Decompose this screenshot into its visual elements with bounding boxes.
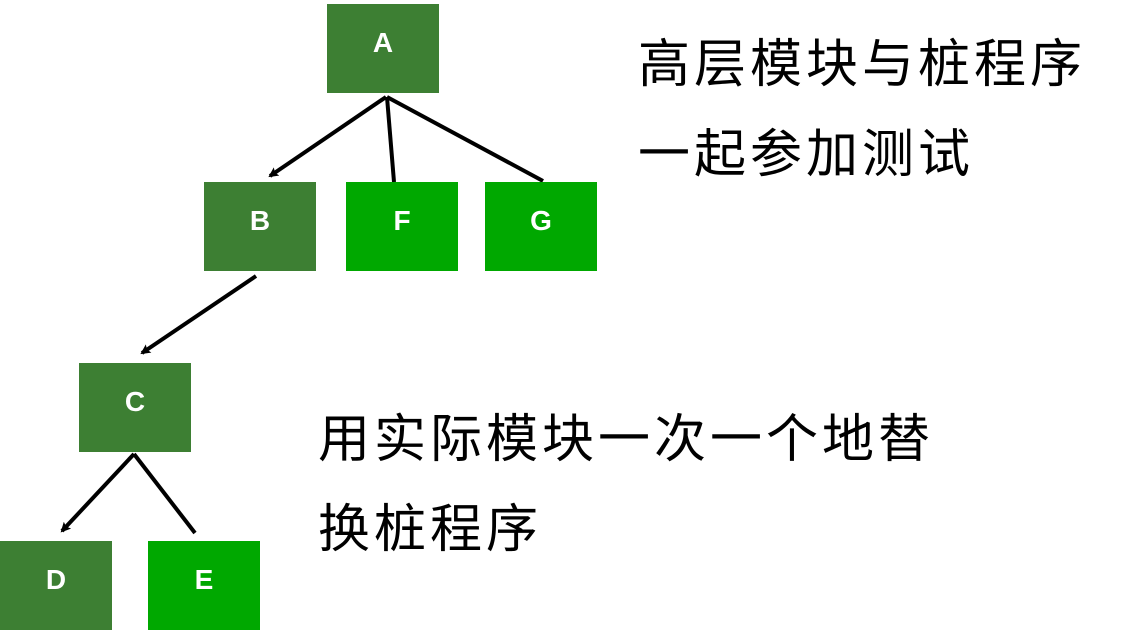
node-label: D	[45, 563, 67, 595]
stub-node-g: G	[485, 182, 597, 271]
stub-node-e: E	[148, 541, 260, 630]
node-label: C	[124, 385, 146, 417]
stub-node-f: F	[346, 182, 458, 271]
caption-bottom-line-2: 换桩程序	[318, 500, 543, 560]
edge-a-g	[386, 95, 544, 183]
edge-a-f	[385, 96, 396, 183]
edge-c-e	[132, 452, 197, 535]
node-label: B	[249, 204, 271, 236]
caption-top: 高层模块与桩程序 一起参加测试	[638, 20, 1086, 200]
caption-top-line-1: 高层模块与桩程序	[638, 35, 1087, 95]
node-label: A	[372, 26, 394, 58]
node-label: E	[194, 563, 214, 595]
caption-top-line-2: 一起参加测试	[638, 125, 975, 185]
edge-c-d	[60, 452, 136, 533]
module-node-a: A	[327, 4, 439, 93]
caption-bottom-line-1: 用实际模块一次一个地替	[318, 410, 935, 470]
edge-a-b	[268, 95, 388, 178]
edge-b-c	[140, 274, 258, 355]
node-label: F	[393, 204, 411, 236]
caption-bottom: 用实际模块一次一个地替 换桩程序	[318, 395, 934, 575]
module-node-b: B	[204, 182, 316, 271]
node-label: G	[530, 204, 552, 236]
module-node-d: D	[0, 541, 112, 630]
module-node-c: C	[79, 363, 191, 452]
